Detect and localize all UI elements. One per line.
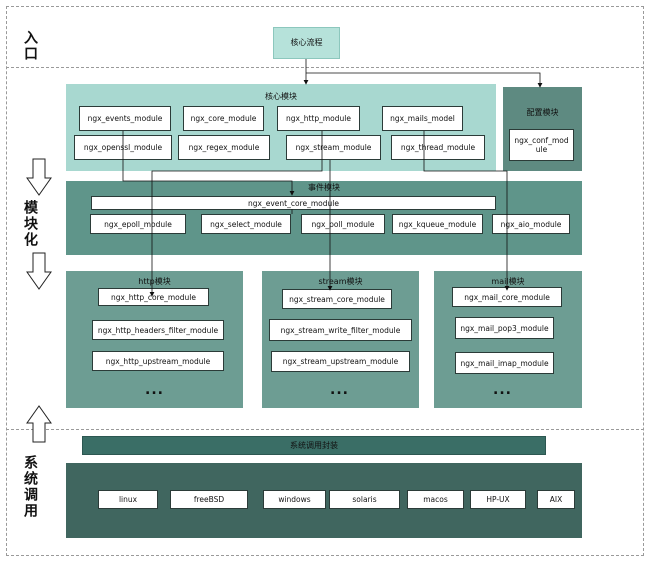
module-box: ngx_stream_write_filter_module [269, 319, 412, 341]
module-box: ngx_mail_imap_module [455, 352, 554, 374]
more-ellipsis: ... [145, 382, 164, 398]
module-box: ngx_aio_module [492, 214, 570, 234]
module-box: ngx_mail_core_module [452, 287, 562, 307]
stream-module-panel: stream模块 ngx_stream_core_module ngx_stre… [262, 271, 419, 408]
module-box: ngx_stream_module [286, 135, 381, 160]
module-box: ngx_mail_pop3_module [455, 317, 554, 339]
diagram-frame [6, 6, 644, 556]
os-box: solaris [329, 490, 400, 509]
module-box: ngx_http_module [277, 106, 360, 131]
section-modular-label: 模块化 [22, 200, 38, 248]
module-box: ngx_events_module [79, 106, 171, 131]
http-panel-title: http模块 [138, 277, 171, 286]
os-panel: linux freeBSD windows solaris macos HP-U… [66, 463, 582, 538]
up-arrow-icon [26, 405, 52, 443]
module-box: ngx_select_module [201, 214, 291, 234]
module-box: ngx_kqueue_module [392, 214, 483, 234]
stream-panel-title: stream模块 [318, 277, 363, 286]
entry-core-flow-box: 核心流程 [273, 27, 340, 59]
module-box: ngx_http_headers_filter_module [92, 320, 224, 340]
module-box: ngx_mails_model [382, 106, 463, 131]
module-box: ngx_http_core_module [98, 288, 209, 306]
event-panel-title: 事件模块 [308, 183, 340, 192]
os-box: windows [263, 490, 326, 509]
os-box: freeBSD [170, 490, 248, 509]
module-box: ngx_event_core_module [91, 196, 496, 210]
os-box: linux [98, 490, 158, 509]
entry-divider [6, 67, 644, 68]
module-box: ngx_stream_core_module [282, 289, 392, 309]
module-box: ngx_regex_module [178, 135, 270, 160]
down-arrow-icon [26, 158, 52, 196]
config-module-panel: 配置模块 ngx_conf_mod ule [503, 87, 582, 171]
module-box: ngx_openssl_module [74, 135, 172, 160]
module-box: ngx_stream_upstream_module [271, 351, 410, 372]
module-box: ngx_core_module [183, 106, 264, 131]
mail-panel-title: mail模块 [491, 277, 525, 286]
section-entry-label: 入口 [22, 30, 38, 62]
os-box: macos [407, 490, 464, 509]
core-module-panel: 核心模块 ngx_events_module ngx_core_module n… [66, 84, 496, 171]
os-box: HP-UX [470, 490, 526, 509]
module-box: ngx_conf_mod ule [509, 129, 574, 161]
event-module-panel: 事件模块 ngx_event_core_module ngx_epoll_mod… [66, 181, 582, 255]
more-ellipsis: ... [493, 382, 512, 398]
os-box: AIX [537, 490, 575, 509]
syscall-divider [6, 429, 644, 430]
more-ellipsis: ... [330, 382, 349, 398]
http-module-panel: http模块 ngx_http_core_module ngx_http_hea… [66, 271, 243, 408]
module-box: ngx_http_upstream_module [92, 351, 224, 371]
section-syscall-label: 系统调用 [22, 455, 38, 519]
module-box: ngx_epoll_module [90, 214, 186, 234]
module-box: ngx_thread_module [391, 135, 485, 160]
down-arrow-icon [26, 252, 52, 290]
syscall-wrapper-bar: 系统调用封装 [82, 436, 546, 455]
core-panel-title: 核心模块 [265, 92, 297, 101]
module-box: ngx_poll_module [301, 214, 385, 234]
mail-module-panel: mail模块 ngx_mail_core_module ngx_mail_pop… [434, 271, 582, 408]
config-panel-title: 配置模块 [526, 108, 559, 117]
